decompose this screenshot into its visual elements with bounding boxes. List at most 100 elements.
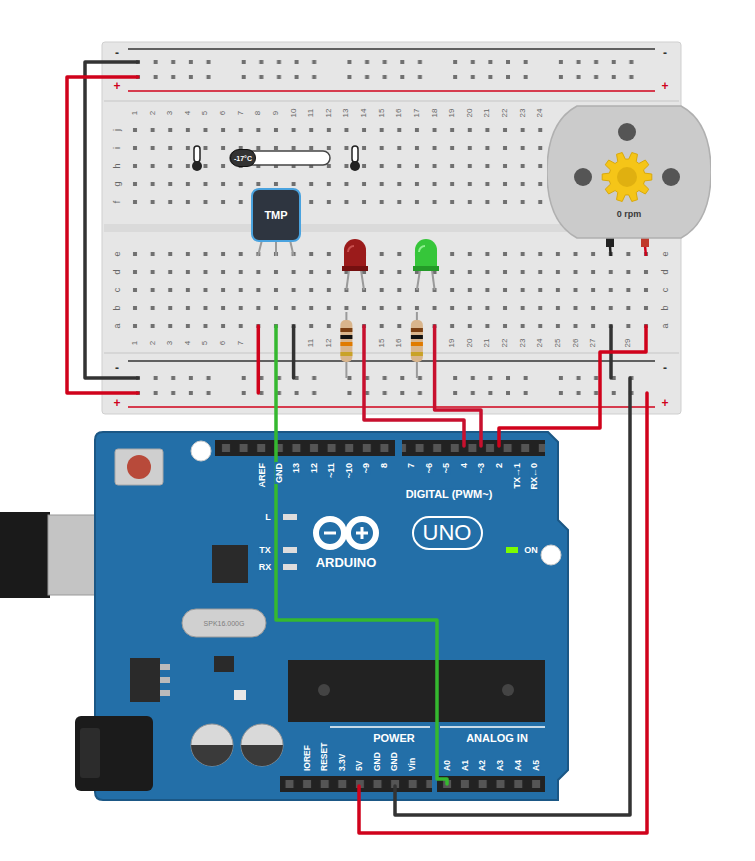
wires <box>395 378 630 815</box>
usb-connector <box>48 515 100 595</box>
breadboard <box>104 100 679 102</box>
header-title: ANALOG IN <box>465 733 529 744</box>
temperature-sensor-text: TMP <box>264 210 287 221</box>
usb-connector <box>0 512 100 598</box>
column-number: 11 <box>307 109 315 117</box>
wires <box>257 326 261 393</box>
temperature-slider <box>192 146 360 171</box>
column-number: 27 <box>589 339 597 348</box>
row-letter: d <box>661 269 670 274</box>
brand-name: ARDUINO <box>316 556 377 569</box>
board-logo-text: UNO <box>423 522 472 544</box>
temperature-slider <box>194 146 200 162</box>
dc-motor: 0 rpm <box>547 102 711 242</box>
pin-label: ~9 <box>362 462 371 474</box>
rail-sign: - <box>115 362 119 374</box>
column-number: 1 <box>131 111 139 115</box>
breadboard <box>128 406 655 408</box>
temperature-sensor: TMP <box>251 188 301 242</box>
usb-connector <box>0 512 50 598</box>
pin-label: 12 <box>310 462 319 474</box>
column-number: 6 <box>219 341 227 345</box>
board-components <box>234 690 246 700</box>
row-letter: f <box>113 201 122 204</box>
pin-label: GND <box>275 462 284 484</box>
red-led <box>342 266 368 271</box>
row-letter: a <box>113 323 122 328</box>
column-number: 21 <box>483 109 491 118</box>
pin-label: 3.3V <box>338 753 347 773</box>
row-letter: e <box>113 251 122 256</box>
motor-terminals <box>609 246 612 256</box>
column-number: 20 <box>466 109 474 118</box>
column-number: 18 <box>431 109 439 118</box>
pin-header <box>402 440 545 456</box>
motor-gear <box>602 153 652 202</box>
pin-header <box>402 440 545 456</box>
breadboard <box>126 245 655 335</box>
resistor-symbol <box>411 320 423 362</box>
board-components <box>191 724 233 766</box>
rail-sign: + <box>113 80 120 92</box>
column-number: 11 <box>307 339 315 347</box>
pin-label: 4 <box>460 462 469 469</box>
red-led <box>346 270 349 290</box>
column-number: 15 <box>378 109 386 118</box>
column-number: 25 <box>554 339 562 348</box>
breadboard <box>128 90 655 92</box>
wires <box>85 62 138 378</box>
sensor-legs <box>258 240 262 256</box>
resistor-symbol <box>411 335 423 339</box>
row-letter: c <box>113 288 122 293</box>
green-led <box>413 266 439 271</box>
column-number: 3 <box>166 341 174 345</box>
pin-label: TX→1 <box>513 462 522 490</box>
column-number: 7 <box>237 341 245 345</box>
sensor-legs <box>290 240 294 256</box>
pin-label: RX←0 <box>530 462 539 491</box>
board-components <box>160 664 170 670</box>
board-components <box>160 677 170 683</box>
column-number: 22 <box>501 109 509 118</box>
resistor-symbol <box>340 342 352 346</box>
column-number: 16 <box>395 109 403 118</box>
arduino-board <box>191 441 211 461</box>
column-number: 7 <box>237 111 245 115</box>
slider-knob-text: -17°C <box>234 155 252 162</box>
board-components <box>283 547 297 553</box>
resistor-symbol <box>411 312 423 378</box>
dc-motor-text: 0 rpm <box>547 210 711 219</box>
breadboard <box>128 360 655 362</box>
pin-header <box>280 776 432 792</box>
motor-mount <box>662 168 680 186</box>
pin-label: ~3 <box>477 462 486 474</box>
row-letter: j <box>113 129 122 131</box>
resistor-symbol <box>411 328 423 332</box>
pin-label: 7 <box>407 462 416 469</box>
board-components <box>283 564 297 570</box>
column-number: 24 <box>536 109 544 118</box>
column-number: 23 <box>519 109 527 118</box>
column-number: 5 <box>201 111 209 115</box>
arduino-board <box>541 545 561 565</box>
column-number: 12 <box>325 109 333 118</box>
column-number: 4 <box>184 341 192 345</box>
board-components <box>214 656 234 672</box>
resistor-symbol <box>340 312 352 378</box>
rail-sign: - <box>663 362 667 374</box>
board-components <box>330 726 430 728</box>
temperature-slider <box>350 161 360 171</box>
pin-header <box>215 440 395 456</box>
pin-label: ~11 <box>327 462 336 479</box>
column-number: 17 <box>413 109 421 118</box>
resistor-symbol <box>340 352 352 356</box>
column-number: 19 <box>448 109 456 118</box>
board-components <box>283 514 297 520</box>
board-components <box>130 658 160 702</box>
arduino-board <box>95 432 568 800</box>
board-components <box>241 745 283 766</box>
board-components <box>212 545 248 583</box>
green-led <box>413 239 439 290</box>
pin-label: GND <box>373 751 382 772</box>
resistor-symbol <box>340 328 352 332</box>
